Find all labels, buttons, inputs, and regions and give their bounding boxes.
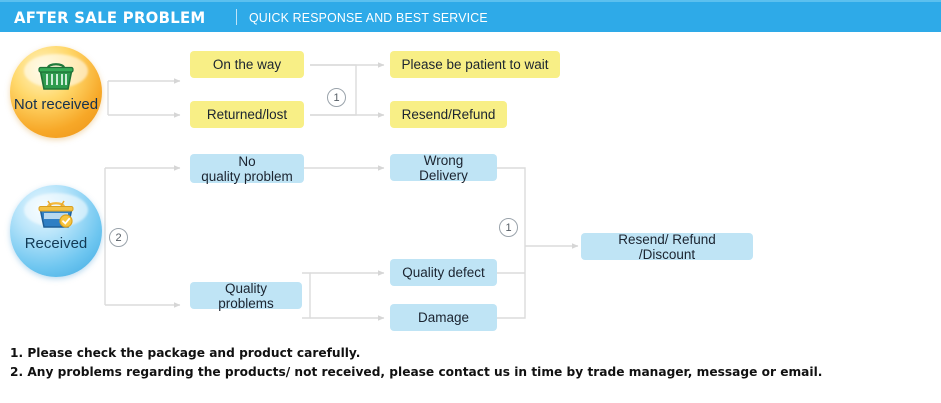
node-quality-problems[interactable]: Quality problems — [190, 281, 302, 311]
header-top-accent-line — [0, 0, 941, 2]
node-quality-defect[interactable]: Quality defect — [390, 259, 497, 286]
footer-notes: 1. Please check the package and product … — [10, 343, 930, 381]
shopping-basket-filled-icon — [38, 200, 74, 228]
node-please-be-patient-to-wait[interactable]: Please be patient to wait — [390, 51, 560, 78]
header-subtitle: QUICK RESPONSE AND BEST SERVICE — [248, 9, 488, 25]
step-marker-one-top: 1 — [327, 88, 346, 107]
footer-note-2: 2. Any problems regarding the products/ … — [10, 364, 823, 379]
header-bar: AFTER SALE PROBLEM QUICK RESPONSE AND BE… — [0, 2, 941, 32]
page-title: AFTER SALE PROBLEM — [14, 7, 206, 27]
step-marker-two: 2 — [109, 228, 128, 247]
node-resend-refund-discount[interactable]: Resend/ Refund /Discount — [581, 232, 753, 262]
node-on-the-way[interactable]: On the way — [190, 51, 304, 78]
node-returned-lost[interactable]: Returned/lost — [190, 101, 304, 128]
node-wrong-delivery[interactable]: Wrong Delivery — [390, 153, 497, 183]
status-not-received: Not received — [10, 46, 102, 138]
node-damage[interactable]: Damage — [390, 304, 497, 331]
flow-connectors — [104, 62, 579, 321]
after-sale-flow-diagram: Not received Received On the way Returne… — [0, 32, 941, 342]
status-received: Received — [10, 185, 102, 277]
header-divider — [235, 9, 237, 25]
footer-note-1: 1. Please check the package and product … — [10, 345, 361, 360]
shopping-basket-icon — [38, 63, 74, 90]
node-resend-refund[interactable]: Resend/Refund — [390, 101, 507, 128]
status-label-not-received: Not received — [13, 96, 99, 113]
status-label-received: Received — [24, 235, 88, 252]
step-marker-one-bottom: 1 — [499, 218, 518, 237]
node-no-quality-problem[interactable]: No quality problem — [190, 154, 304, 184]
